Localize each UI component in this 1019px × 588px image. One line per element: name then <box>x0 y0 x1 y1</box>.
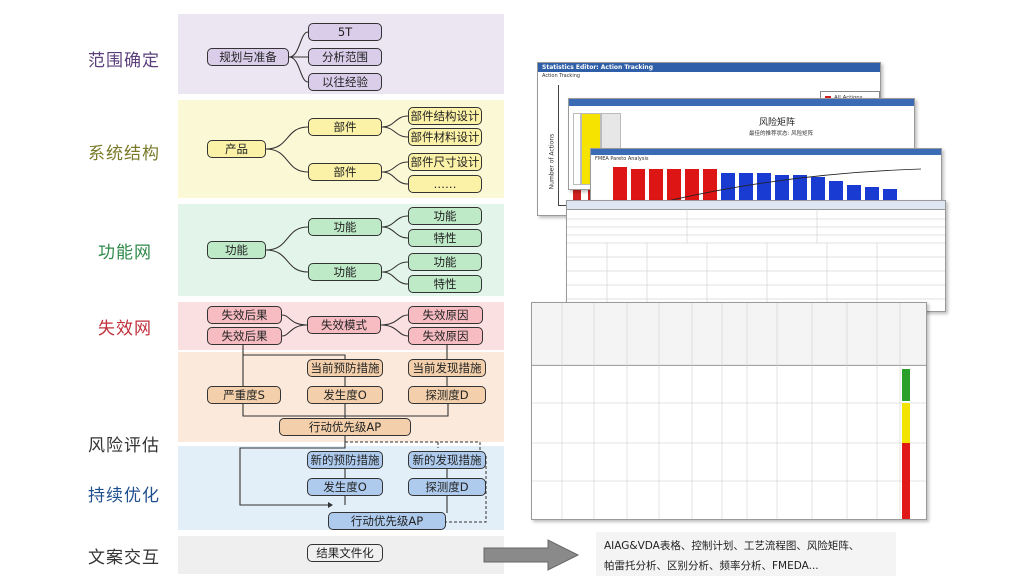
node-function-mid-2: 功能 <box>308 263 382 281</box>
pareto-label: FMEA Pareto Analysis <box>595 156 649 162</box>
output-description: AIAG&VDA表格、控制计划、工艺流程图、风险矩阵、 帕雷托分析、区别分析、频… <box>596 532 896 576</box>
node-action-priority: 行动优先级AP <box>279 418 411 436</box>
fmea-form-grid <box>567 209 945 311</box>
output-line-1: AIAG&VDA表格、控制计划、工艺流程图、风险矩阵、 <box>604 540 860 552</box>
ap-cell <box>902 369 910 401</box>
node-current-prevention: 当前预防措施 <box>307 359 383 377</box>
worksheet-header-row <box>532 303 926 366</box>
node-function-mid-1: 功能 <box>308 218 382 236</box>
stats-ylabel: Number of Actions <box>548 133 556 190</box>
node-product: 产品 <box>207 140 266 158</box>
node-failure-cause-1: 失效原因 <box>408 306 483 324</box>
node-characteristic-2: 特性 <box>408 275 482 293</box>
node-function-leaf-2: 功能 <box>408 253 482 271</box>
node-detection: 探测度D <box>408 386 486 404</box>
node-failure-mode: 失效模式 <box>307 316 381 334</box>
node-5t: 5T <box>308 23 382 41</box>
node-characteristic-1: 特性 <box>408 229 482 247</box>
node-analysis-scope: 分析范围 <box>308 48 382 66</box>
stage-label-optimize: 持续优化 <box>88 486 160 506</box>
stage-label-scope: 范围确定 <box>88 51 160 71</box>
ap-cell <box>902 403 910 443</box>
node-part-size-design: 部件尺寸设计 <box>408 153 482 171</box>
node-part-more: …… <box>408 175 482 193</box>
pareto-titlebar <box>591 149 941 155</box>
stats-titlebar: Statistics Editor: Action Tracking <box>538 63 880 72</box>
ap-cell <box>902 443 910 519</box>
node-current-detection: 当前发现措施 <box>408 359 486 377</box>
stats-subtitle: Action Tracking <box>542 73 581 79</box>
node-part-structure-design: 部件结构设计 <box>408 107 482 125</box>
node-failure-effect-1: 失效后果 <box>207 306 282 324</box>
node-document-results: 结果文件化 <box>307 544 383 562</box>
node-severity: 严重度S <box>207 386 281 404</box>
stage-label-docs: 文案交互 <box>88 548 160 568</box>
node-part-1: 部件 <box>308 118 382 136</box>
fmea-form-window <box>566 200 946 312</box>
node-new-detection-rating: 探测度D <box>408 478 486 496</box>
node-new-occurrence: 发生度O <box>307 478 383 496</box>
risk-titlebar <box>569 99 914 106</box>
node-function-root: 功能 <box>207 241 266 259</box>
node-failure-effect-2: 失效后果 <box>207 327 282 345</box>
node-part-material-design: 部件材料设计 <box>408 128 482 146</box>
node-plan-prepare: 规划与准备 <box>207 48 289 66</box>
stage-label-structure: 系统结构 <box>88 144 160 164</box>
node-new-prevention: 新的预防措施 <box>307 451 383 469</box>
stage-label-risk: 风险评估 <box>88 436 160 456</box>
node-failure-cause-2: 失效原因 <box>408 327 483 345</box>
node-occurrence: 发生度O <box>307 386 383 404</box>
risk-matrix-subtitle: 最佳的推荐状态: 风险矩阵 <box>749 131 814 137</box>
stage-label-function: 功能网 <box>98 243 152 263</box>
stage-label-failure: 失效网 <box>98 319 152 339</box>
node-past-experience: 以往经验 <box>308 73 382 91</box>
node-function-leaf-1: 功能 <box>408 207 482 225</box>
node-part-2: 部件 <box>308 163 382 181</box>
risk-matrix-title: 风险矩阵 <box>759 118 796 128</box>
output-line-2: 帕雷托分析、区别分析、频率分析、FMEDA... <box>604 560 819 572</box>
node-new-action-priority: 行动优先级AP <box>328 512 446 530</box>
node-new-detection: 新的发现措施 <box>408 451 486 469</box>
fmea-form-header <box>567 201 945 210</box>
worksheet-grid <box>532 303 926 519</box>
fmea-worksheet-window <box>531 302 927 520</box>
